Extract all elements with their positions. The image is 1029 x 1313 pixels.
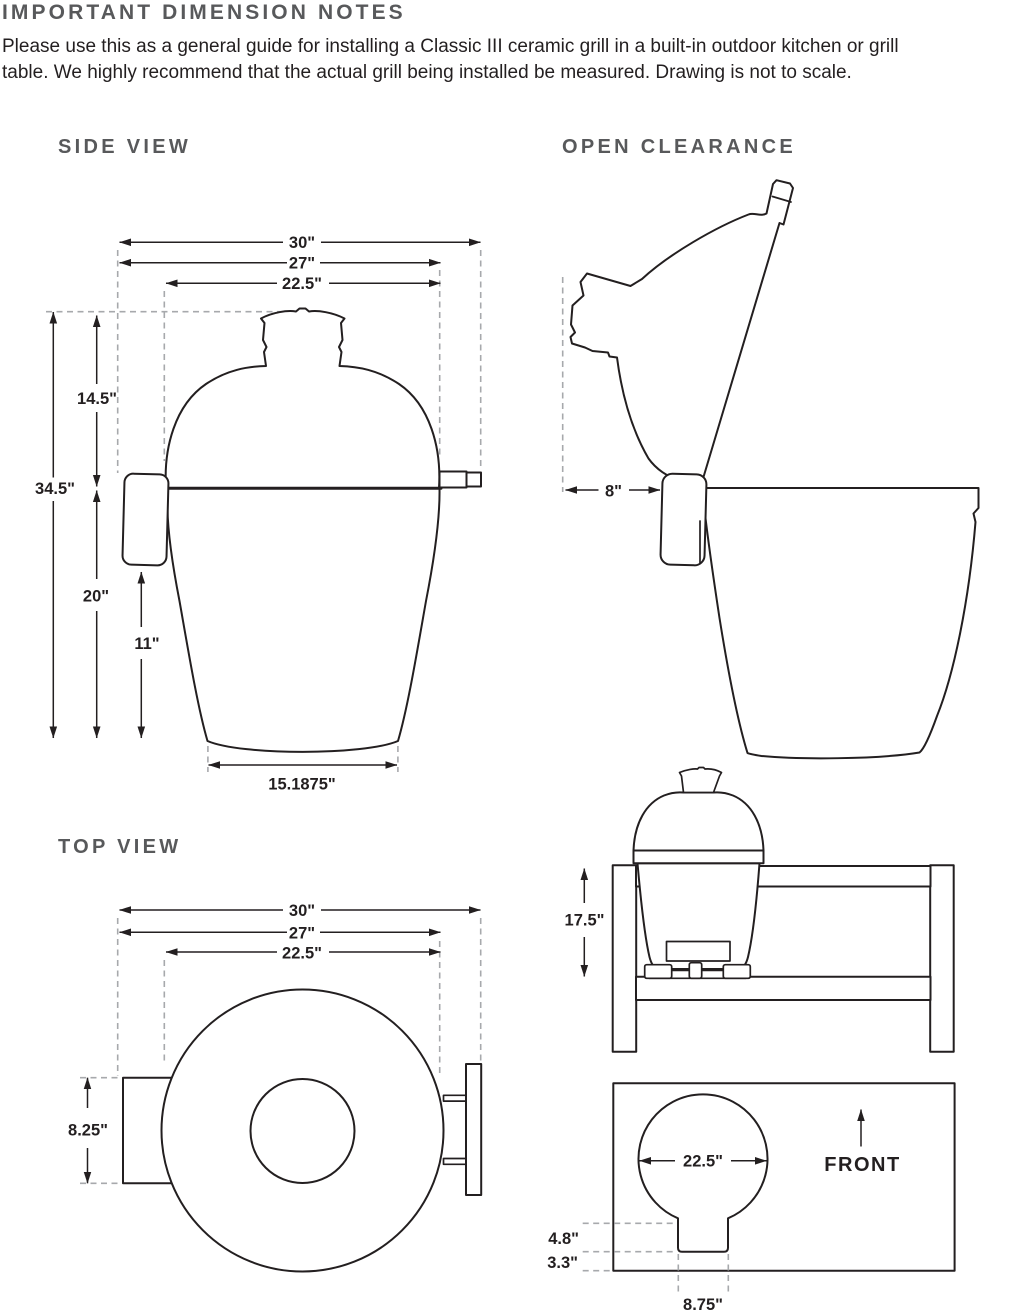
grill-dome-outline (164, 307, 441, 489)
dim-width-bottom: 15.1875" (208, 761, 398, 794)
dim-label: 8.25" (68, 1122, 108, 1140)
dim-width-dome-top: 22.5" (165, 945, 441, 963)
dim-height-lid: 14.5" (77, 315, 117, 487)
table-grill-dome (632, 791, 765, 852)
dim-label: 20" (83, 588, 109, 606)
table-right-leg (929, 864, 955, 1053)
table-grill-cap (678, 766, 723, 794)
front-label: FRONT (824, 1154, 900, 1176)
table-grill-foot (643, 963, 673, 980)
band-latch (438, 470, 468, 489)
dim-label: 22.5" (683, 1153, 723, 1171)
dim-label: 14.5" (77, 390, 117, 408)
vent-cap-circle (249, 1078, 356, 1184)
table-grill-foot (688, 961, 703, 980)
side-handle (121, 472, 170, 567)
intro-text-line2: table. We highly recommend that the actu… (2, 62, 852, 83)
open-clearance-title: OPEN CLEARANCE (562, 136, 796, 158)
top-hinge-connector (442, 1157, 467, 1166)
top-hinge-connector (442, 1094, 467, 1102)
dim-height-base: 20" (83, 490, 109, 739)
band-latch-tip (465, 471, 482, 488)
dim-label: 30" (289, 234, 315, 252)
table-shelf (635, 975, 932, 1001)
dim-label: 8" (605, 483, 622, 501)
dim-stand-opening-height: 17.5" (565, 868, 605, 977)
dim-label: 30" (289, 902, 315, 920)
page-title: IMPORTANT DIMENSION NOTES (2, 1, 406, 24)
top-view-drawing: 30" 27" 22.5" 8.25" (68, 902, 483, 1273)
dim-circle-diameter: 22.5" (639, 1153, 767, 1171)
table-grill-door (665, 940, 731, 962)
dim-width-band-top: 27" (119, 925, 441, 943)
keyhole-cutout (637, 1093, 769, 1253)
dim-label-slot-width: 8.75" (683, 1296, 723, 1313)
dim-label-rear-margin: 3.3" (547, 1254, 578, 1272)
dim-label: 15.1875" (268, 776, 335, 794)
side-view-drawing: 30" 27" 22.5" 34.5" 14.5" 20" (35, 234, 482, 794)
grill-base-outline (166, 487, 441, 753)
dim-label-slot-depth: 4.8" (548, 1230, 579, 1248)
open-clearance-drawing: 8" (561, 179, 980, 760)
dim-label: 34.5" (35, 480, 75, 498)
dim-label: 27" (289, 255, 315, 273)
table-grill-band (632, 849, 765, 865)
built-in-table-drawing: 17.5" (565, 766, 955, 1053)
dim-label: 27" (289, 925, 315, 943)
top-hinge-bar (465, 1063, 483, 1196)
table-grill-foot (722, 963, 752, 980)
cutout-template-drawing: 22.5" FRONT 4.8" 3.3" 8.75" (547, 1082, 956, 1313)
dim-width-band: 27" (119, 255, 441, 273)
dim-label: 17.5" (565, 912, 605, 930)
intro-text-line1: Please use this as a general guide for i… (2, 36, 899, 57)
dim-height-below-handle: 11" (134, 571, 160, 739)
dim-height-total: 34.5" (35, 311, 75, 739)
hinge-bracket (659, 472, 708, 567)
open-lid-outline (569, 179, 794, 481)
dim-width-total: 30" (119, 234, 481, 252)
dim-label: 11" (134, 635, 159, 653)
dim-rear-clearance: 8" (565, 483, 661, 501)
dim-width-total-top: 30" (119, 902, 481, 920)
dim-hinge-depth: 8.25" (68, 1077, 108, 1184)
dim-label: 22.5" (282, 275, 322, 293)
vent-stub-divider (771, 195, 792, 203)
open-base-outline (703, 487, 980, 760)
dim-width-dome: 22.5" (165, 275, 441, 293)
top-view-title: TOP VIEW (58, 836, 182, 858)
table-left-leg (611, 864, 638, 1053)
side-view-title: SIDE VIEW (58, 136, 192, 158)
dim-label: 22.5" (282, 945, 322, 963)
